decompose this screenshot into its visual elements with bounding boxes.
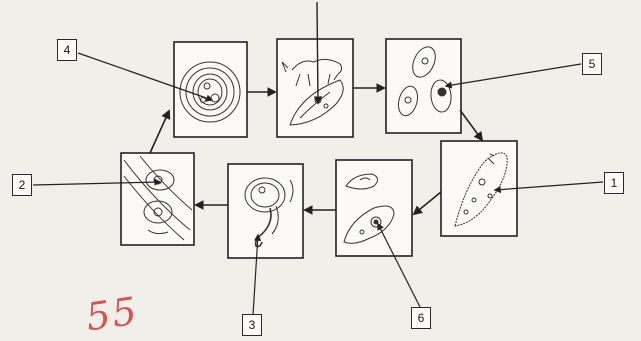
incoming-pointer-line (313, 1, 323, 105)
arrow-box7-to-box1 (149, 109, 171, 154)
stage-box-bottom-2 (227, 163, 304, 259)
pointer-line-4 (77, 52, 214, 102)
label-4: 4 (57, 39, 77, 61)
arrow-box4-to-box5 (412, 191, 442, 216)
stage-box-right-1 (440, 140, 518, 237)
label-3: 3 (242, 314, 262, 336)
pointer-line-6 (377, 222, 421, 308)
label-6: 6 (411, 307, 431, 329)
stage-box-top-2 (276, 38, 354, 138)
label-5: 5 (582, 53, 602, 75)
label-2: 2 (12, 174, 32, 196)
stage-box-top-1 (173, 41, 248, 138)
stage-box-top-3 (385, 38, 462, 134)
pointer-line-3 (252, 233, 262, 316)
handwritten-mark: 55 (83, 288, 142, 340)
arrow-box3-to-box4 (459, 109, 484, 142)
stage-box-bottom-1 (335, 159, 413, 257)
pointer-line-2 (32, 178, 162, 186)
pointer-line-5 (444, 63, 582, 89)
pointer-line-1 (493, 181, 604, 194)
stage-box-left-1 (120, 152, 195, 246)
label-1: 1 (604, 172, 624, 194)
